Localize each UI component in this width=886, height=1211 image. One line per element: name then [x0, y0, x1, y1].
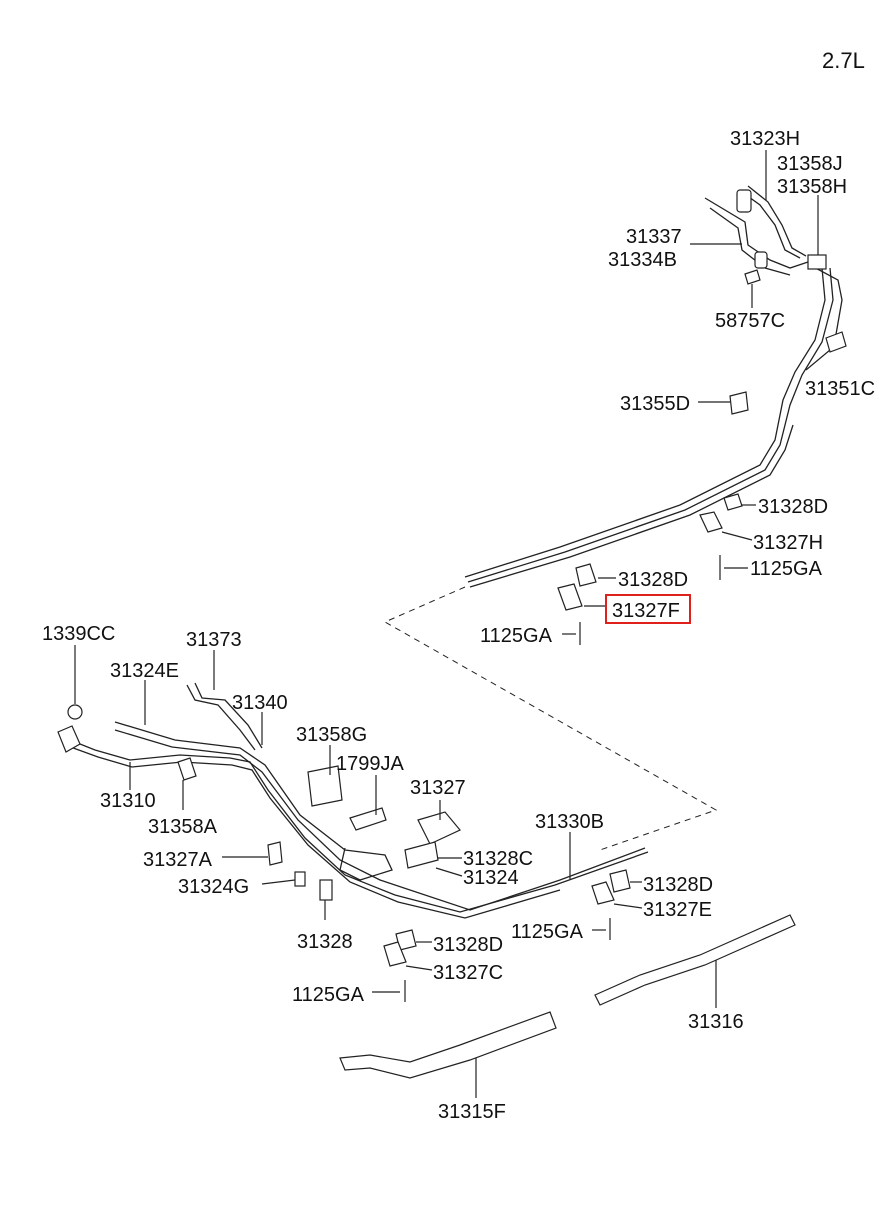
label-31328d-b[interactable]: 31328D [618, 569, 688, 591]
label-31324g[interactable]: 31324G [178, 876, 249, 898]
upper-leaders [690, 150, 831, 403]
hose-clamp-top [736, 189, 752, 213]
label-1339cc[interactable]: 1339CC [42, 623, 115, 645]
clip-58757c [744, 269, 761, 285]
label-1125ga-d[interactable]: 1125GA [292, 984, 365, 1006]
brackets-right [557, 493, 756, 645]
nut-1339cc [67, 704, 83, 720]
lower-fuel-lines [57, 682, 649, 1002]
label-1125ga-a[interactable]: 1125GA [750, 558, 823, 580]
label-31324[interactable]: 31324 [463, 867, 519, 889]
label-31373[interactable]: 31373 [186, 629, 242, 651]
clip-31328c [404, 841, 439, 869]
clip-31328 [319, 879, 333, 901]
label-31310[interactable]: 31310 [100, 790, 156, 812]
bracket-31327a [267, 841, 283, 866]
clip-31355d [729, 391, 749, 415]
engine-label: 2.7L [822, 48, 865, 73]
label-31327a[interactable]: 31327A [143, 849, 213, 871]
clip-31358a [177, 757, 197, 781]
hose-clamp-lower [754, 251, 768, 269]
clip-31324g [294, 871, 306, 887]
label-31351c[interactable]: 31351C [805, 378, 875, 400]
clip-31358g [307, 765, 343, 807]
label-31358g[interactable]: 31358G [296, 724, 367, 746]
label-31323h[interactable]: 31323H [730, 128, 800, 150]
label-31328c[interactable]: 31328C [463, 848, 533, 870]
fitting-left [57, 725, 81, 753]
label-31327[interactable]: 31327 [410, 777, 466, 799]
upper-fuel-lines [464, 185, 847, 588]
label-31328d-a[interactable]: 31328D [758, 496, 828, 518]
junction-block [807, 254, 827, 270]
label-31327h[interactable]: 31327H [753, 532, 823, 554]
label-31337[interactable]: 31337 [626, 226, 682, 248]
label-31327f[interactable]: 31327F [612, 600, 680, 622]
label-31327c[interactable]: 31327C [433, 962, 503, 984]
label-1125ga-b[interactable]: 1125GA [480, 625, 553, 647]
label-31340[interactable]: 31340 [232, 692, 288, 714]
rail-31316 [594, 914, 796, 1006]
label-31358h[interactable]: 31358H [777, 176, 847, 198]
label-31330b[interactable]: 31330B [535, 811, 604, 833]
rail-31315f [339, 1011, 557, 1079]
label-31358a[interactable]: 31358A [148, 816, 218, 838]
clip-31351c [825, 331, 847, 353]
bracket-31327 [417, 811, 461, 845]
dashed-connection [383, 586, 718, 851]
label-31358j[interactable]: 31358J [777, 153, 843, 175]
label-31328d-c[interactable]: 31328D [643, 874, 713, 896]
lower-leaders [74, 645, 717, 1098]
wire-1799ja [349, 807, 387, 831]
label-1799ja[interactable]: 1799JA [336, 753, 404, 775]
label-31316[interactable]: 31316 [688, 1011, 744, 1033]
label-31328d-d[interactable]: 31328D [433, 934, 503, 956]
rails [339, 914, 796, 1079]
highlight-box [605, 594, 691, 624]
label-31315f[interactable]: 31315F [438, 1101, 506, 1123]
label-31334b[interactable]: 31334B [608, 249, 677, 271]
label-31324e[interactable]: 31324E [110, 660, 179, 682]
label-31327e[interactable]: 31327E [643, 899, 712, 921]
label-31355d[interactable]: 31355D [620, 393, 690, 415]
label-31328[interactable]: 31328 [297, 931, 353, 953]
label-58757c[interactable]: 58757C [715, 310, 785, 332]
label-1125ga-c[interactable]: 1125GA [511, 921, 584, 943]
